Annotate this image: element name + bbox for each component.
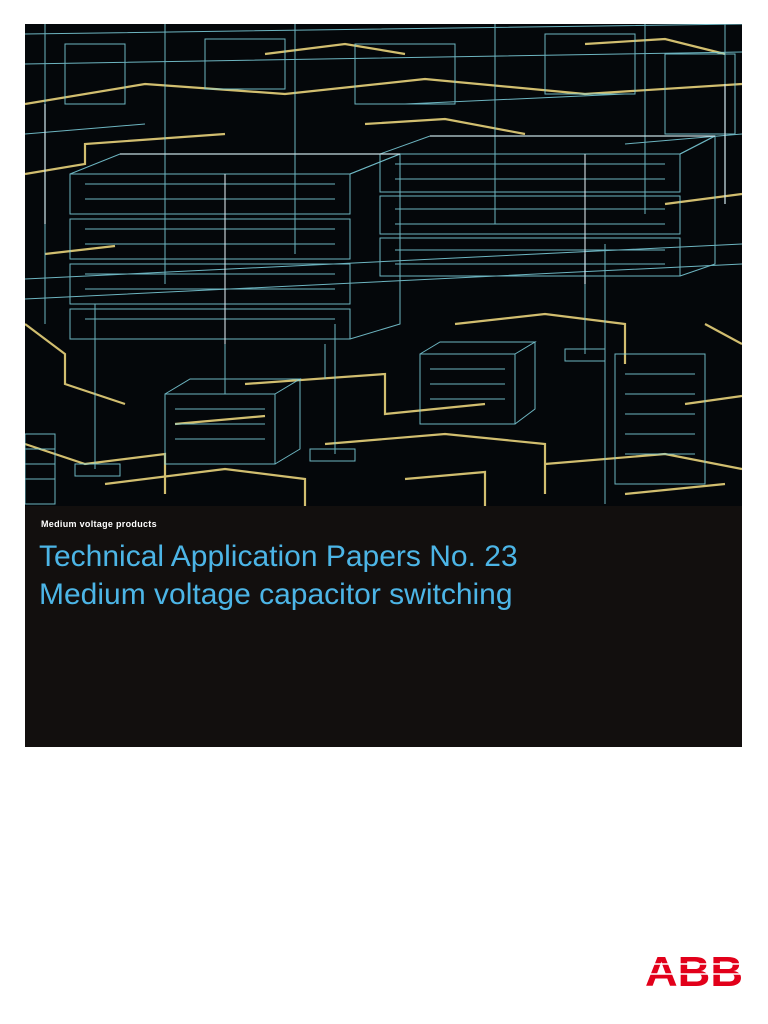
abb-logo-icon: ABB xyxy=(645,950,743,990)
wireframe-graphic xyxy=(25,24,742,506)
substation-wireframe-illustration xyxy=(25,24,742,506)
abb-logo-text: ABB xyxy=(645,950,743,990)
document-title-line-1: Technical Application Papers No. 23 xyxy=(39,540,518,573)
abb-logo: ABB xyxy=(645,950,743,990)
document-title-line-2: Medium voltage capacitor switching xyxy=(39,578,513,611)
product-category-label: Medium voltage products xyxy=(41,519,157,529)
title-panel: Medium voltage products Technical Applic… xyxy=(25,506,742,747)
